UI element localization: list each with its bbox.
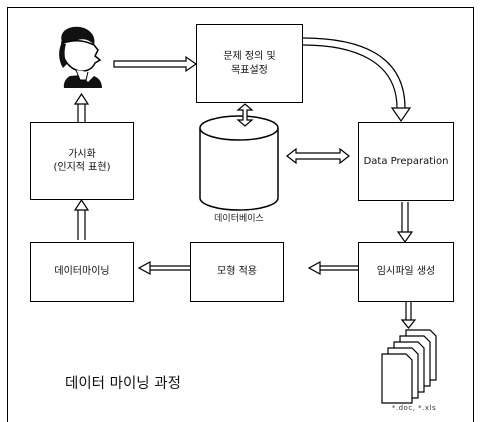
arrow-tempfile-to-documents [402,302,415,328]
data-preparation-label: Data Preparation [364,155,449,169]
diagram-caption: 데이터 마이닝 과정 [65,372,181,393]
arrow-model-to-mining [139,262,190,274]
arrow-mining-to-visualization [75,200,88,240]
visualization-box: 가시화 (인지적 표현) [30,122,134,200]
documents-label: *.doc, *.xls [374,404,454,412]
database-label: 데이터베이스 [196,211,282,224]
person-icon [59,27,102,88]
data-mining-box: 데이터마이닝 [30,242,134,302]
arrow-tempfile-to-model [309,262,359,274]
visualization-label: 가시화 (인지적 표현) [54,148,111,175]
model-apply-box: 모형 적용 [190,242,284,302]
arrow-person-to-problem [114,57,196,71]
arrow-visualization-to-person [75,94,88,122]
temp-file-label: 임시파일 생성 [377,265,435,279]
problem-definition-label: 문제 정의 및 목표설정 [223,50,275,77]
data-mining-label: 데이터마이닝 [54,265,109,279]
temp-file-box: 임시파일 생성 [358,242,454,302]
problem-definition-box: 문제 정의 및 목표설정 [196,24,303,103]
database-cylinder [200,116,278,210]
data-preparation-box: Data Preparation [358,122,454,201]
model-apply-label: 모형 적용 [217,265,257,279]
arrow-preparation-to-tempfile [398,202,412,242]
arrow-database-preparation [287,149,349,163]
arrow-problem-to-preparation [303,38,410,121]
document-stack-icon [382,330,436,403]
